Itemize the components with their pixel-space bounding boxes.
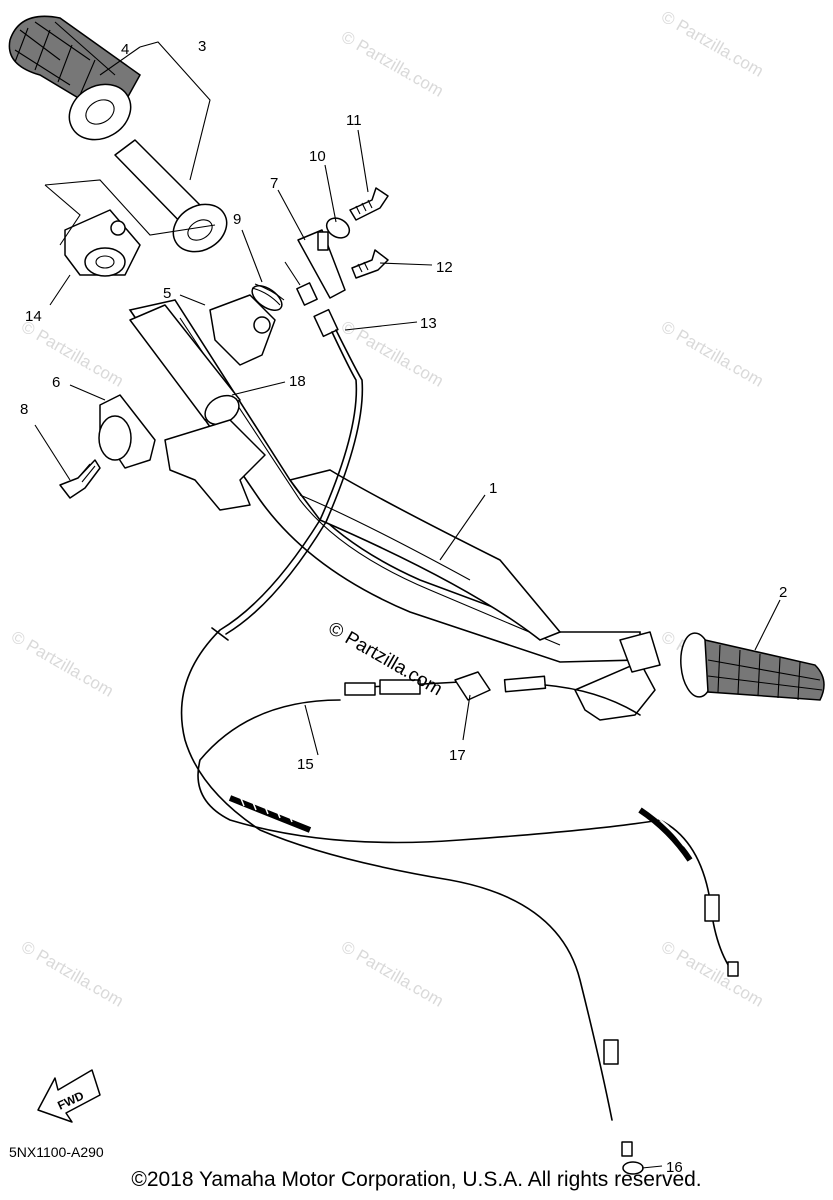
throttle-cable [180, 261, 613, 1121]
callout-14: 14 [25, 308, 42, 325]
callout-2: 2 [779, 584, 787, 601]
watermark-text: © Partzilla.com [18, 317, 127, 391]
callout-12: 12 [436, 259, 453, 276]
spring [251, 283, 285, 311]
callout-3: 3 [198, 38, 206, 55]
callout-17: 17 [449, 747, 466, 764]
watermark-text: © Partzilla.com [658, 7, 767, 81]
callout-labels: 1 2 3 4 5 6 7 8 9 10 11 12 13 14 15 16 1… [20, 38, 787, 1176]
throttle-cable-end [603, 1039, 644, 1175]
throttle-body [209, 294, 276, 366]
callout-11: 11 [346, 112, 362, 129]
callout-9: 9 [233, 211, 241, 228]
clutch-cable [197, 679, 739, 977]
bolt [59, 459, 101, 499]
adjuster [454, 671, 547, 701]
callout-18: 18 [289, 373, 306, 390]
collar [325, 217, 351, 239]
callout-8: 8 [20, 401, 28, 418]
copyright-notice: ©2018 Yamaha Motor Corporation, U.S.A. A… [131, 1168, 702, 1191]
clamp-assembly [164, 419, 266, 511]
callout-16: 16 [666, 1159, 683, 1176]
diagram-code: 5NX1100-A290 [9, 1144, 104, 1160]
screw [351, 249, 389, 279]
right-grip [680, 632, 825, 701]
callout-13: 13 [420, 315, 437, 332]
callout-15: 15 [297, 756, 314, 773]
watermark-text: © Partzilla.com [18, 937, 127, 1011]
left-grip [8, 15, 141, 141]
watermark-text: © Partzilla.com [8, 627, 117, 701]
callout-10: 10 [309, 148, 326, 165]
watermark-text: © Partzilla.com [338, 937, 447, 1011]
screw [349, 187, 389, 221]
throttle-grip-tube [129, 304, 241, 426]
watermark-text: © Partzilla.com [338, 27, 447, 101]
cable-plate [297, 229, 346, 299]
throttle-tube [114, 139, 228, 253]
leader-lines [34, 41, 781, 1169]
throttle-housing [64, 209, 141, 277]
callout-6: 6 [52, 374, 60, 391]
callout-7: 7 [270, 175, 278, 192]
callout-5: 5 [163, 285, 171, 302]
fwd-arrow-icon: FWD [37, 1069, 101, 1123]
callout-1: 1 [489, 480, 497, 497]
watermark-text: © Partzilla.com [658, 317, 767, 391]
callout-4: 4 [121, 41, 129, 58]
watermark-text: © Partzilla.com [658, 937, 767, 1011]
housing-cover [98, 394, 156, 469]
lever-bracket [544, 631, 661, 721]
